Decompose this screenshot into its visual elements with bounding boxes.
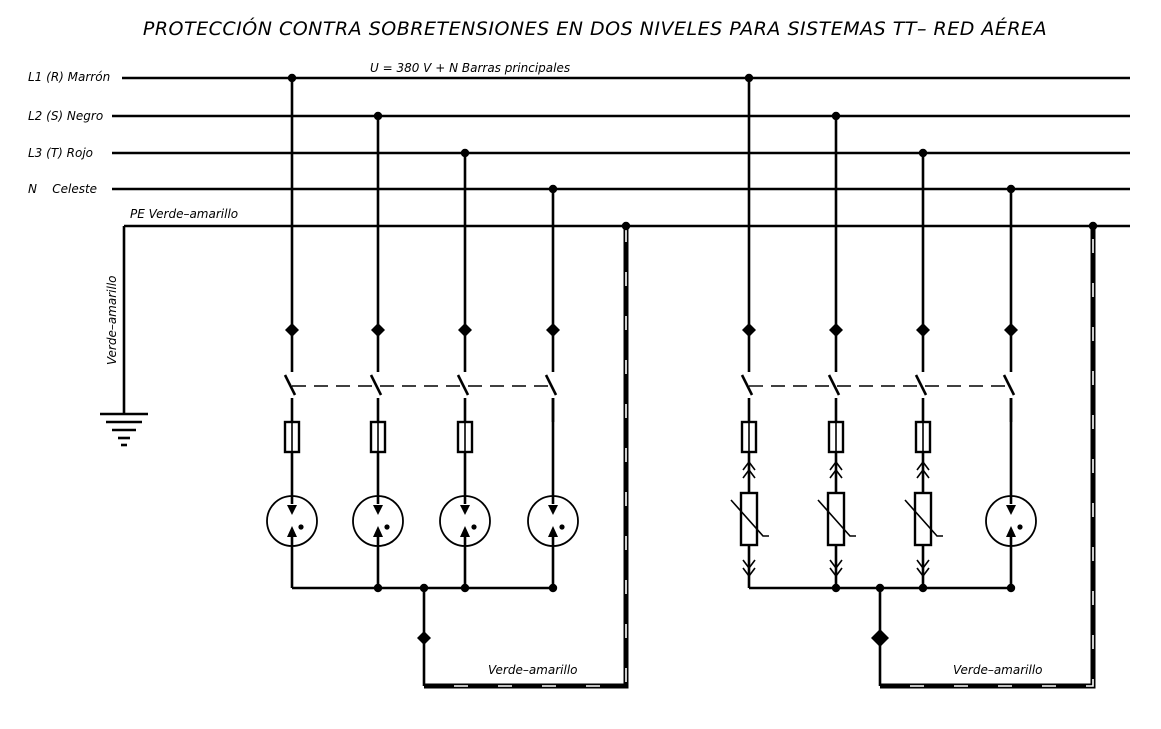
junction-dot xyxy=(744,73,754,83)
label-l3: L3 (T) Rojo xyxy=(28,146,93,160)
arrester-channel xyxy=(985,184,1037,588)
main-busbars xyxy=(112,76,1130,228)
switch-blade xyxy=(283,374,297,396)
junction-dot xyxy=(918,583,928,593)
varistor-icon xyxy=(826,491,846,547)
arrester-channel xyxy=(730,73,769,588)
arrester-channel xyxy=(266,73,318,588)
junction-dot xyxy=(918,148,928,158)
junction-dot xyxy=(831,111,841,121)
switch-blade xyxy=(544,374,558,396)
pe-return-conductor xyxy=(880,226,1096,689)
earth-conductor-label: Verde–amarillo xyxy=(105,276,119,366)
junction-dot xyxy=(1006,184,1016,194)
label-l2: L2 (S) Negro xyxy=(28,109,103,123)
label-pe: PE Verde–amarillo xyxy=(130,207,238,221)
junction-dot xyxy=(373,111,383,121)
junction-dot xyxy=(460,148,470,158)
switch-blade xyxy=(914,374,928,396)
switch-blade xyxy=(827,374,841,396)
arrester-channel xyxy=(439,148,491,588)
arrester-group-1 xyxy=(266,73,631,689)
junction-dot xyxy=(287,73,297,83)
varistor-icon xyxy=(913,491,933,547)
ground-icon xyxy=(100,412,148,447)
pe-return-conductor xyxy=(424,226,629,689)
bus-voltage-note: U = 380 V + N Barras principales xyxy=(370,61,570,75)
junction-dot xyxy=(373,583,383,593)
junction-dot xyxy=(1006,583,1016,593)
arrester-group-2 xyxy=(730,73,1098,689)
arrester-channel xyxy=(527,184,579,588)
arrester-channel xyxy=(817,111,856,588)
group2-pe-label: Verde–amarillo xyxy=(953,663,1043,677)
switch-blade xyxy=(456,374,470,396)
group1-pe-label: Verde–amarillo xyxy=(488,663,578,677)
junction-dot xyxy=(621,221,631,231)
junction-dot xyxy=(1088,221,1098,231)
junction-dot xyxy=(548,184,558,194)
label-l1: L1 (R) Marrón xyxy=(28,70,110,84)
junction-dot xyxy=(831,583,841,593)
diagram-title: PROTECCIÓN CONTRA SOBRETENSIONES EN DOS … xyxy=(143,16,1047,40)
arrester-channel xyxy=(904,148,943,588)
switch-blade xyxy=(1002,374,1016,396)
label-n: N Celeste xyxy=(28,182,97,196)
terminal-diamond-icon xyxy=(417,631,431,645)
junction-dot xyxy=(548,583,558,593)
switch-blade xyxy=(369,374,383,396)
terminal-diamond-icon xyxy=(871,629,889,647)
junction-dot xyxy=(460,583,470,593)
switch-blade xyxy=(740,374,754,396)
earth-connection xyxy=(100,226,148,447)
varistor-icon xyxy=(739,491,759,547)
arrester-channel xyxy=(352,111,404,588)
